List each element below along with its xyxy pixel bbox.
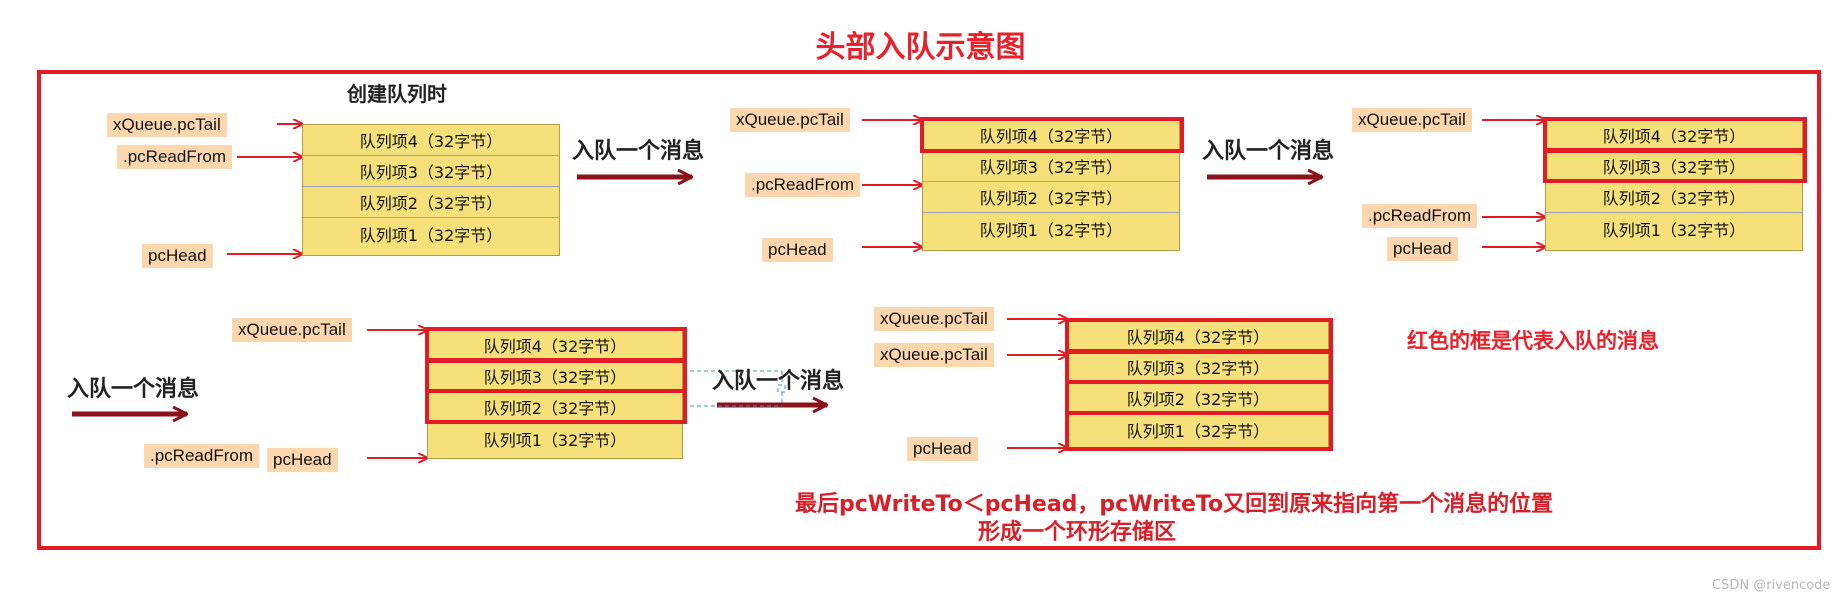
highlight-box	[425, 358, 687, 393]
queue-item: 队列项3（32字节）	[923, 151, 1179, 182]
queue-step-2: 队列项4（32字节） 队列项3（32字节） 队列项2（32字节） 队列项1（32…	[1543, 117, 1807, 251]
pointer-head: pcHead	[142, 244, 213, 268]
diagram-frame	[37, 70, 1821, 550]
pointer-tail: xQueue.pcTail	[874, 307, 994, 331]
highlight-box	[425, 389, 687, 424]
queue-step-3: 队列项4（32字节） 队列项3（32字节） 队列项2（32字节） 队列项1（32…	[425, 327, 687, 459]
create-label: 创建队列时	[347, 82, 447, 106]
queue-item: 队列项1（32字节）	[359, 225, 503, 245]
pointer-tail: xQueue.pcTail	[874, 343, 994, 367]
queue-item: 队列项1（32字节）	[1602, 220, 1746, 240]
watermark-credit: CSDN @rivencode	[1712, 578, 1831, 593]
pointer-readfrom: .pcReadFrom	[1362, 204, 1477, 228]
pointer-tail: xQueue.pcTail	[232, 318, 352, 342]
queue-item: 队列项1（32字节）	[979, 220, 1123, 240]
pointer-readfrom: .pcReadFrom	[745, 173, 860, 197]
enqueue-label: 入队一个消息	[572, 139, 705, 164]
pointer-head: pcHead	[762, 238, 833, 262]
queue-step-4: 队列项4（32字节） 队列项3（32字节） 队列项2（32字节） 队列项1（32…	[1065, 318, 1333, 451]
pointer-tail: xQueue.pcTail	[107, 113, 227, 137]
pointer-readfrom: .pcReadFrom	[117, 145, 232, 169]
enqueue-label: 入队一个消息	[712, 369, 845, 394]
queue-item: 队列项1（32字节）	[1126, 421, 1270, 441]
queue-item: 队列项2（32字节）	[923, 182, 1179, 213]
pointer-readfrom: .pcReadFrom	[144, 444, 259, 468]
enqueue-label: 入队一个消息	[1202, 139, 1335, 164]
highlight-box	[1065, 411, 1333, 451]
queue-item: 队列项3（32字节）	[303, 156, 559, 187]
highlight-box	[1065, 349, 1333, 384]
queue-item: 队列项2（32字节）	[1546, 182, 1802, 213]
pointer-head: pcHead	[1387, 237, 1458, 261]
highlight-box	[1543, 148, 1807, 183]
queue-item: 队列项4（32字节）	[303, 125, 559, 156]
queue-item: 队列项1（32字节）	[483, 430, 627, 450]
queue-step-1: 队列项4（32字节） 队列项3（32字节） 队列项2（32字节） 队列项1（32…	[920, 117, 1184, 251]
pointer-head: pcHead	[267, 448, 338, 472]
legend-note: 红色的框是代表入队的消息	[1407, 329, 1659, 353]
pointer-tail: xQueue.pcTail	[1352, 108, 1472, 132]
pointer-head: pcHead	[907, 437, 978, 461]
queue-item: 队列项2（32字节）	[303, 187, 559, 218]
conclusion-line-1: 最后pcWriteTo＜pcHead，pcWriteTo又回到原来指向第一个消息…	[795, 492, 1554, 517]
highlight-box	[1065, 380, 1333, 415]
diagram-title: 头部入队示意图	[815, 30, 1026, 65]
highlight-box	[920, 117, 1184, 153]
conclusion-line-2: 形成一个环形存储区	[978, 520, 1177, 545]
queue-create: 队列项4（32字节） 队列项3（32字节） 队列项2（32字节） 队列项1（32…	[302, 124, 560, 256]
enqueue-label: 入队一个消息	[67, 377, 200, 402]
pointer-tail: xQueue.pcTail	[730, 108, 850, 132]
